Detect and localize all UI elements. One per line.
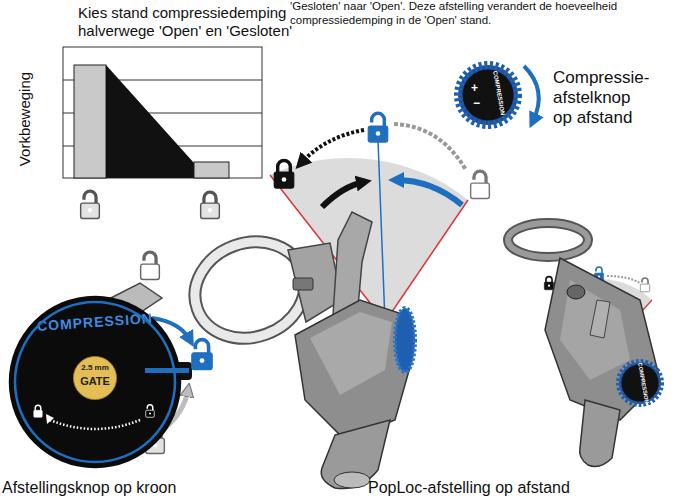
axis-label: Vorkbeweging — [16, 54, 34, 184]
node-circle — [73, 356, 116, 399]
open-lock-icon — [640, 278, 649, 292]
chart-frame — [63, 47, 262, 178]
turn-arrow — [322, 182, 364, 207]
turn-arrow — [396, 180, 462, 205]
closed-lock-icon — [34, 405, 43, 417]
remote-adjuster — [395, 308, 415, 372]
damping-ramp — [106, 65, 194, 178]
dashed-arc — [607, 276, 640, 283]
travel-sector — [270, 158, 468, 322]
clamp-ring — [508, 223, 588, 257]
open-lock-icon — [146, 405, 155, 418]
closed-lock-icon — [201, 192, 220, 218]
gate-cap: 2.5 mm GATE — [73, 356, 117, 400]
dashed-arrow — [301, 130, 364, 163]
part-label: Compressie- afstelknop op afstand — [553, 68, 651, 128]
note-text: 'Gesloten' naar 'Open'. Deze afstelling … — [290, 0, 625, 27]
body-highlight — [560, 280, 630, 380]
clamp-bolt — [293, 278, 313, 290]
cable-barrel — [580, 400, 620, 466]
open-bar — [74, 65, 106, 178]
caption-text: Afstellingsknop op kroon — [2, 478, 176, 497]
minus-sign: − — [473, 96, 480, 110]
body-highlight — [310, 312, 392, 395]
node-circle — [9, 296, 181, 468]
dashed-arc — [394, 124, 466, 170]
node-outline — [462, 69, 514, 121]
dotted-arc — [50, 420, 140, 429]
turn-arrow — [524, 66, 539, 121]
set-line — [378, 140, 385, 322]
clamp-ring — [508, 223, 588, 257]
compression-knob: COMPRESSION+− — [462, 69, 514, 121]
knob-rim — [458, 65, 518, 125]
gate-text: GATE — [73, 375, 117, 388]
knob-ring — [15, 302, 175, 462]
closed-lock-icon — [544, 277, 553, 290]
arrow-head — [46, 414, 54, 424]
tool-size: 2.5 mm — [73, 363, 117, 373]
closed-bar — [194, 162, 229, 178]
chart-title: Kies stand compressiedemping halverwege … — [78, 4, 293, 40]
remote-body — [295, 300, 412, 440]
crown-knob: COMPRESSION2.5 mmGATE — [7, 294, 183, 470]
open-lock-icon — [81, 191, 100, 219]
caption-text: PopLoc-afstelling op afstand — [368, 478, 570, 497]
barrel-tip — [334, 472, 370, 488]
open-lock-icon — [471, 171, 490, 199]
open-lock-icon — [141, 252, 160, 279]
closed-lock-icon — [274, 160, 294, 188]
knob-rim — [619, 362, 661, 404]
remote-body — [545, 258, 660, 420]
open-lock-icon — [192, 340, 212, 370]
lever-stripe — [145, 368, 189, 373]
clamp-bolt — [567, 285, 585, 299]
compression-knob: COMPRESSION — [621, 364, 659, 402]
cable-barrel — [321, 420, 390, 489]
open-lock-icon — [368, 113, 388, 142]
lever-paddle — [590, 300, 610, 338]
plus-sign: + — [471, 81, 478, 95]
limit-line — [385, 200, 468, 322]
